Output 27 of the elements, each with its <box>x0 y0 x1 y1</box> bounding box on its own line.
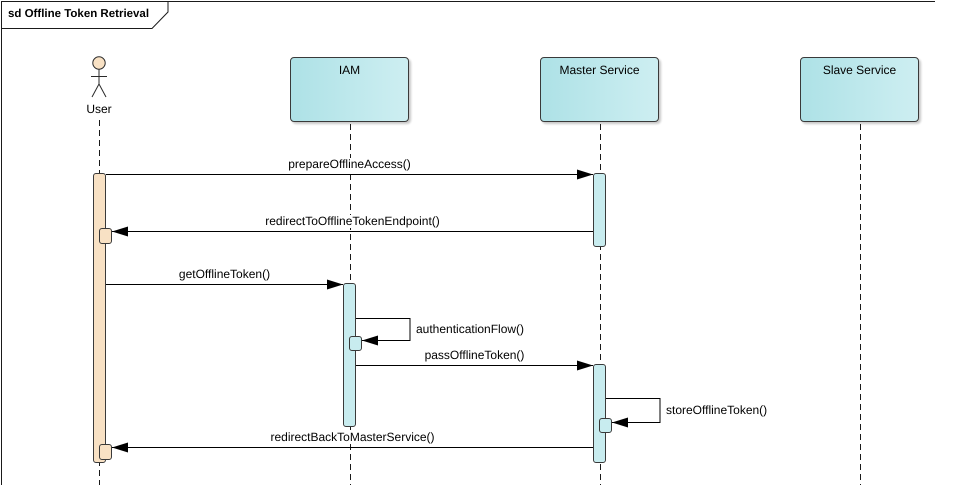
activation-bar <box>99 228 112 244</box>
participant-box: IAM <box>290 57 409 122</box>
activation-bar <box>593 364 606 463</box>
self-message-arrow <box>606 398 660 428</box>
activation-bar <box>343 283 356 427</box>
participant-box: Master Service <box>540 57 659 122</box>
message-label: storeOfflineToken() <box>665 404 768 416</box>
message-arrow <box>112 226 594 236</box>
message-arrow <box>106 280 344 290</box>
message-label: redirectToOfflineTokenEndpoint() <box>264 214 441 228</box>
participant-box: Slave Service <box>800 57 919 122</box>
activation-bar <box>99 444 112 460</box>
message-arrow <box>356 360 594 370</box>
message-label: getOfflineToken() <box>178 268 272 280</box>
activation-bar <box>599 418 612 433</box>
message-label: redirectBackToMasterService() <box>269 430 436 444</box>
activation-bar <box>93 173 106 463</box>
self-message-arrow <box>356 318 410 346</box>
message-label: passOfflineToken() <box>424 348 526 362</box>
diagram-title: sd Offline Token Retrieval <box>8 7 150 21</box>
message-label: authenticationFlow() <box>415 322 526 336</box>
activation-bar <box>593 173 606 247</box>
message-label: prepareOfflineAccess() <box>287 158 412 170</box>
message-arrow <box>106 170 594 180</box>
actor-label: User <box>86 102 112 116</box>
activation-bar <box>349 336 362 351</box>
message-arrow <box>112 442 594 452</box>
